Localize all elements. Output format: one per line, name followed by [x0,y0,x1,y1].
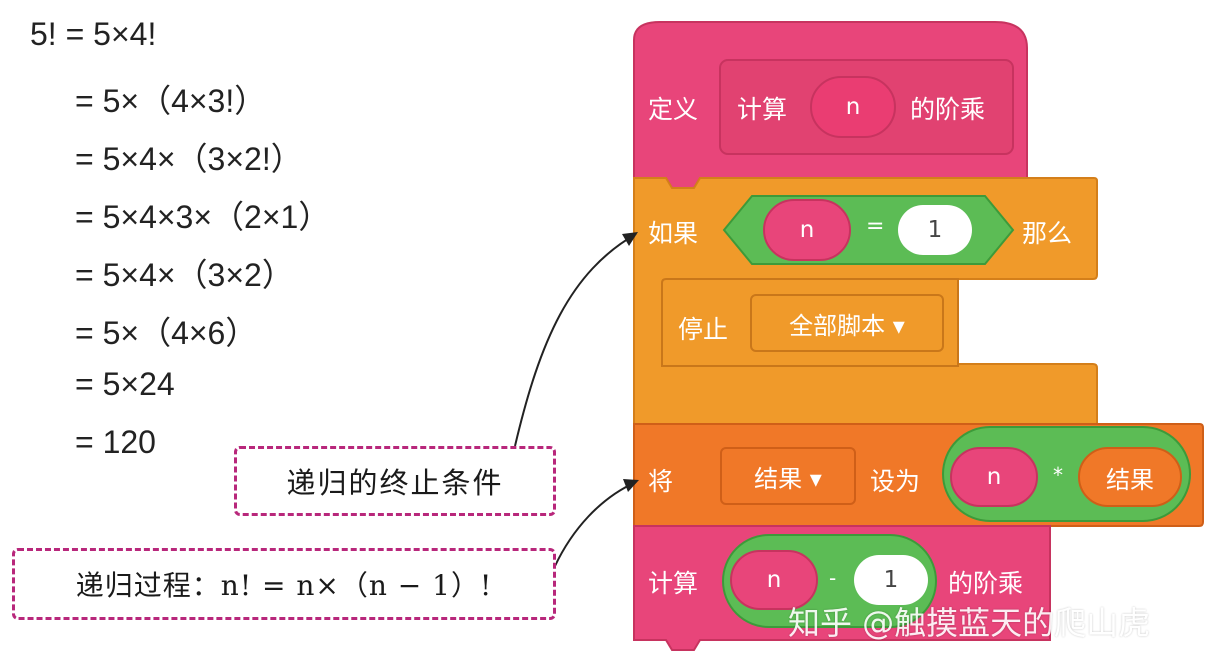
define-name-part2: 的阶乘 [910,95,986,124]
define-name-part1: 计算 [737,95,788,124]
define-keyword: 定义 [648,95,699,124]
factorial-step-8: = 120 [75,424,156,460]
minus-right-1[interactable]: 1 [854,555,928,605]
process-arrowhead [623,479,639,492]
process-arrow [554,481,637,567]
factorial-step-7: = 5×24 [75,366,175,402]
factorial-step-3: = 5×4×（3×2!） [75,141,303,177]
stop-option-dropdown[interactable]: 全部脚本 ▾ [750,294,944,352]
if-then: 那么 [1022,219,1073,248]
if-right-1[interactable]: 1 [898,205,972,255]
minus-operator: - [829,566,837,590]
watermark: 知乎 @触摸蓝天的爬山虎 [788,604,1151,642]
termination-callout: 递归的终止条件 [234,446,556,516]
set-variable-dropdown[interactable]: 结果 ▾ [720,447,856,505]
termination-arrowhead [622,232,638,246]
set-to-label: 设为 [870,467,921,496]
factorial-step-6: = 5×（4×6） [75,315,258,351]
if-left-n: n [763,199,851,261]
factorial-step-2: = 5×（4×3!） [75,83,267,119]
minus-left-n: n [730,550,818,610]
termination-arrow [514,233,637,447]
factorial-step-1: 5! = 5×4! [30,16,157,52]
process-callout: 递归过程：n! = n×（n − 1）! [12,548,556,620]
call-name-part2: 的阶乘 [948,569,1024,598]
define-param-n: n [810,76,896,138]
set-keyword: 将 [648,467,674,496]
multiply-left-n: n [950,447,1038,507]
stop-keyword: 停止 [678,315,729,344]
call-name-part1: 计算 [648,569,699,598]
factorial-step-5: = 5×4×（3×2） [75,257,294,293]
multiply-right-result: 结果 [1078,447,1182,507]
if-keyword: 如果 [648,219,699,248]
multiply-operator: * [1053,463,1063,487]
if-equals: = [866,214,885,239]
factorial-step-4: = 5×4×3×（2×1） [75,199,331,235]
